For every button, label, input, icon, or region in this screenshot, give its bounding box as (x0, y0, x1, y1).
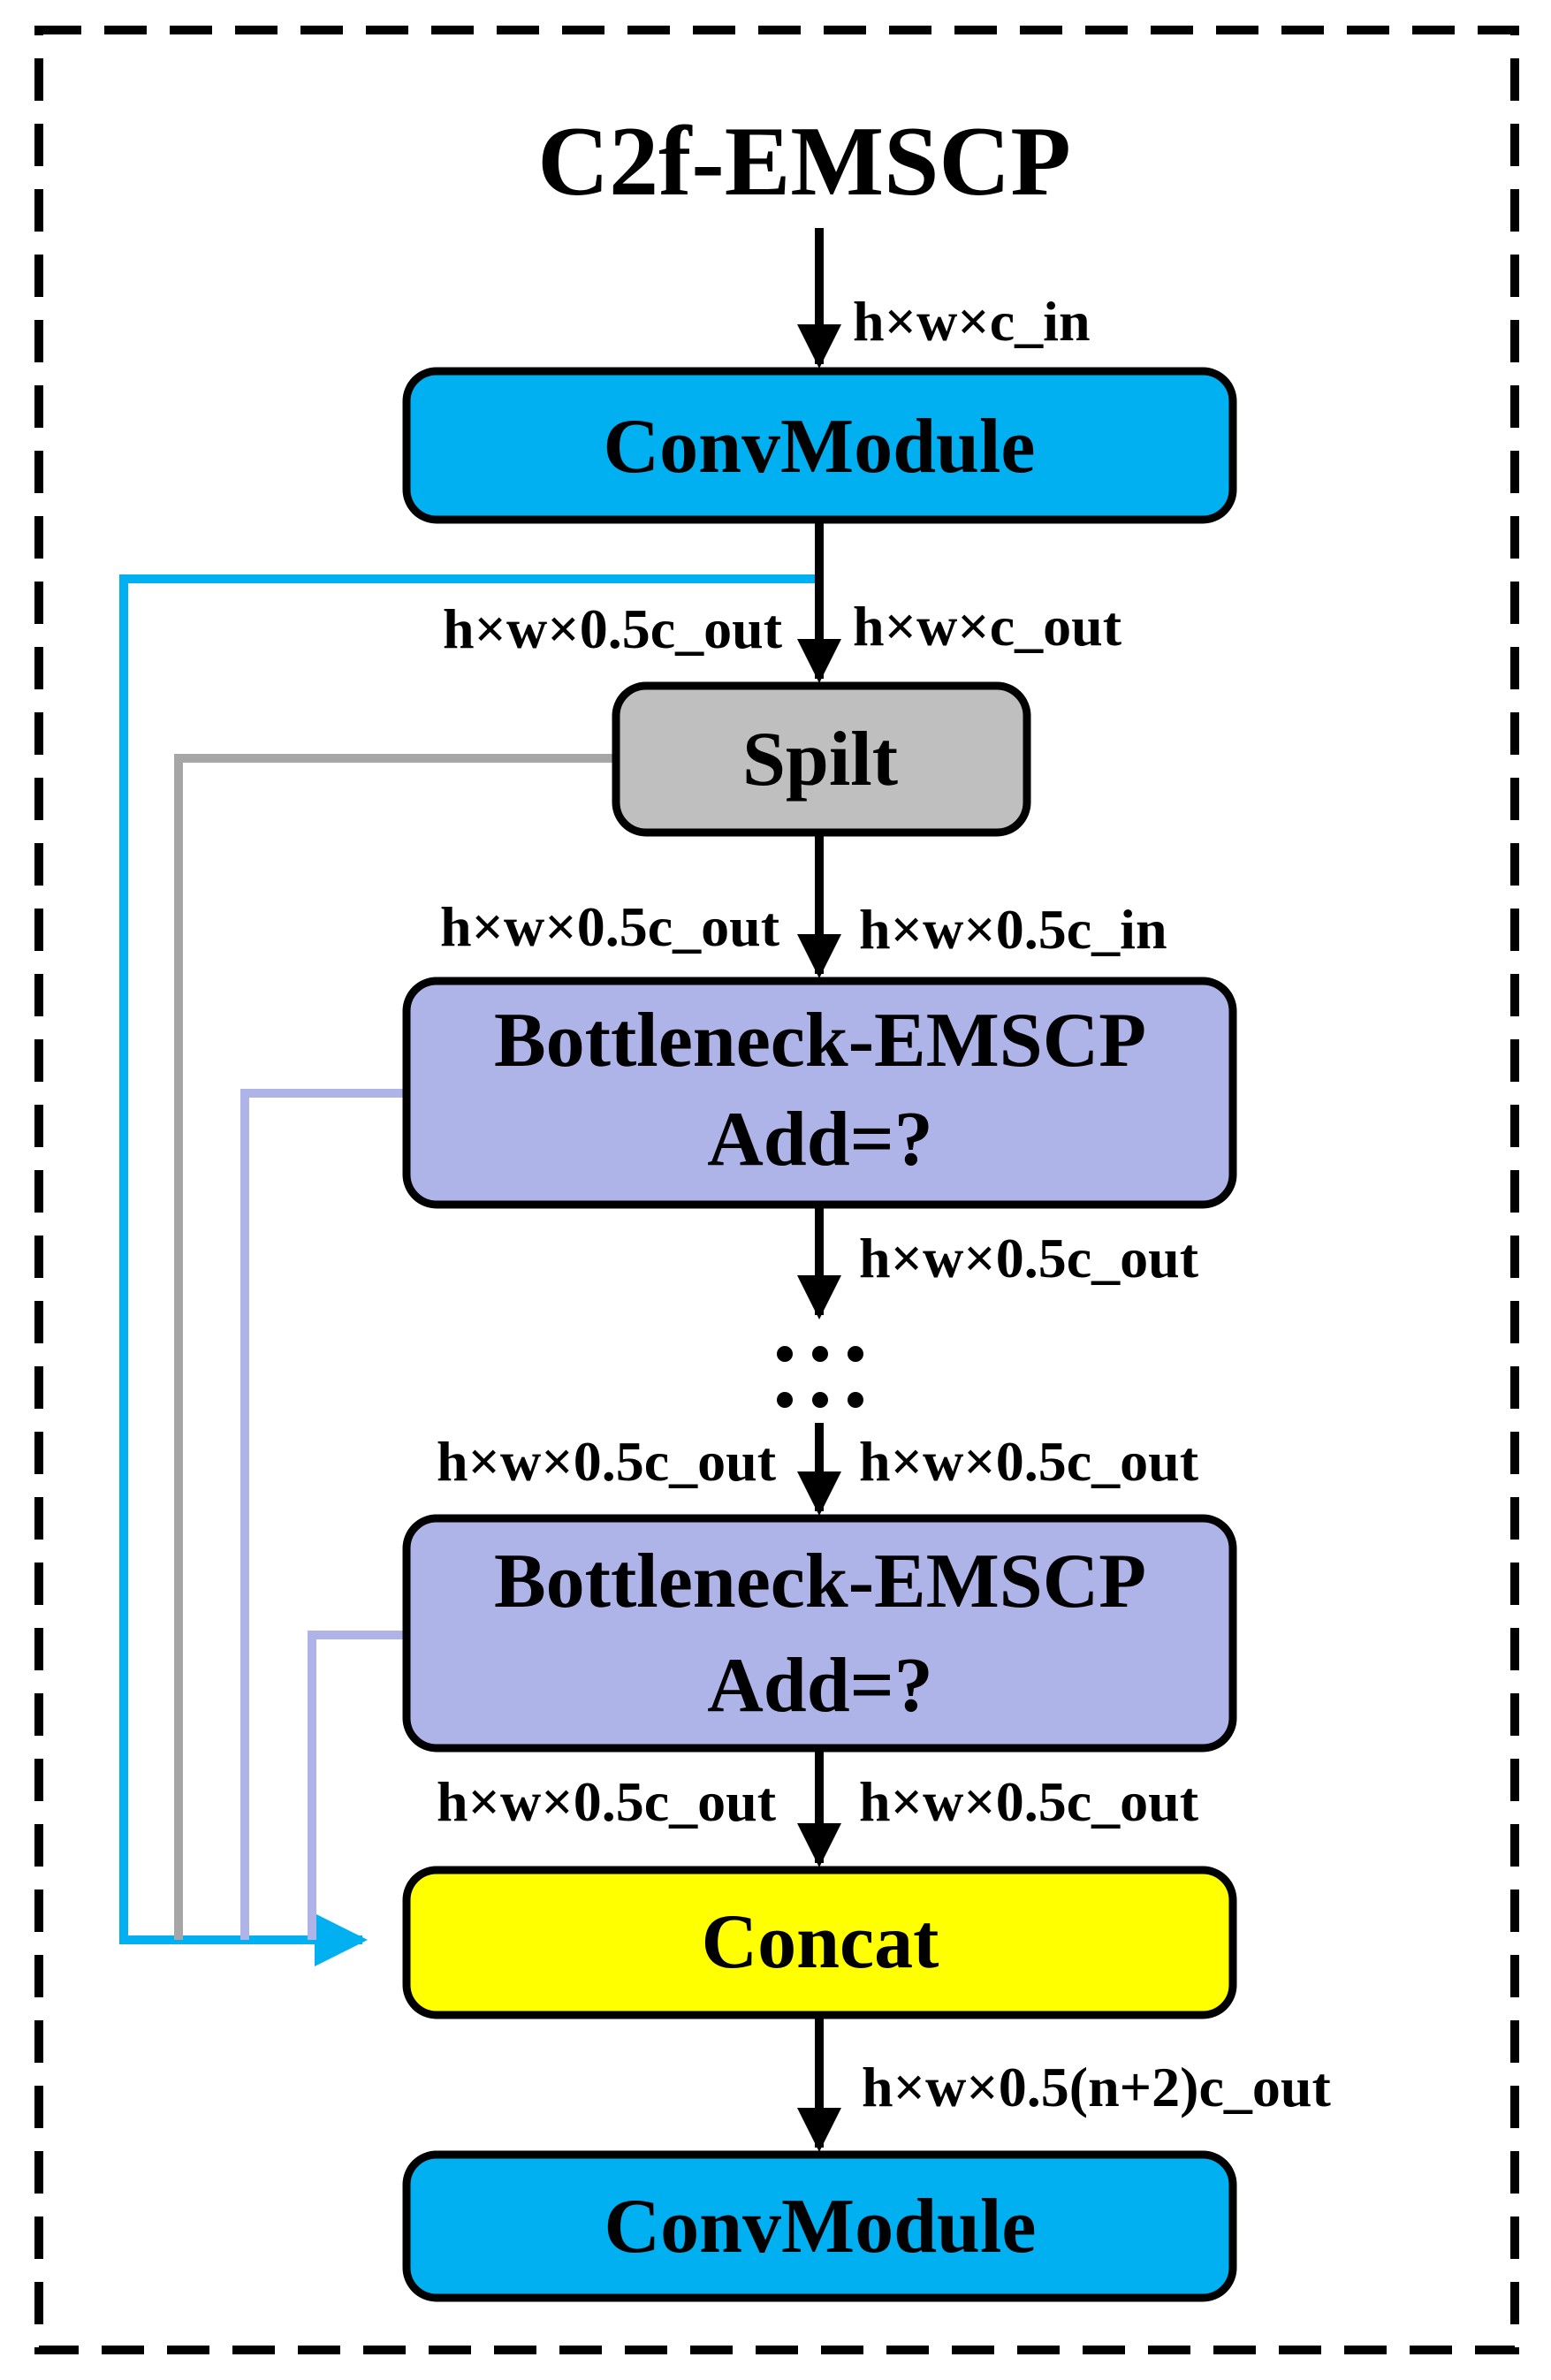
concat-block: Concat (402, 1866, 1237, 2019)
dim-before-bn-left: h×w×0.5c_out (437, 1430, 777, 1493)
conv-module-bottom-box (402, 2150, 1237, 2302)
ellipsis-dots (777, 1346, 863, 1408)
conv-module-bottom-label: ConvModule (604, 2184, 1037, 2270)
dim-bn-out-right: h×w×0.5c_out (859, 1770, 1199, 1833)
dim-bn-out-left: h×w×0.5c_out (437, 1770, 777, 1833)
bottleneck-emscp-n: Bottleneck-EMSCP Add=? (402, 1514, 1237, 1753)
bottleneck-n-label-line2: Add=? (707, 1643, 933, 1729)
bottleneck-1-label-line1: Bottleneck-EMSCP (494, 998, 1146, 1084)
dim-split-out-left: h×w×0.5c_out (440, 895, 780, 958)
skip-line-bottleneck-n (308, 1631, 407, 1940)
ellipsis-dot (777, 1392, 793, 1408)
dim-bottleneck1-out: h×w×0.5c_out (859, 1227, 1199, 1289)
diagram-title: C2f-EMSCP (537, 107, 1070, 217)
skip-line-split (174, 754, 616, 1940)
bottleneck-emscp-1: Bottleneck-EMSCP Add=? (402, 977, 1237, 1209)
conv-module-bottom: ConvModule (402, 2150, 1237, 2302)
dim-before-bn-right: h×w×0.5c_out (859, 1430, 1199, 1493)
ellipsis-dot (812, 1346, 828, 1362)
ellipsis-dot (848, 1392, 863, 1408)
split-label: Spilt (742, 717, 898, 802)
skip-line-bottleneck-1 (240, 1089, 407, 1940)
bottleneck-1-box (402, 977, 1237, 1209)
concat-label: Concat (702, 1899, 939, 1985)
split-box (612, 681, 1031, 837)
dim-split-out-right: h×w×0.5c_in (859, 898, 1167, 961)
bottleneck-n-box (402, 1514, 1237, 1753)
bottleneck-n-label-line1: Bottleneck-EMSCP (494, 1539, 1146, 1624)
conv-module-top-box (402, 367, 1237, 524)
ellipsis-dot (848, 1346, 863, 1362)
dim-concat-out: h×w×0.5(n+2)c_out (862, 2056, 1331, 2118)
split-block: Spilt (612, 681, 1031, 837)
ellipsis-dot (777, 1346, 793, 1362)
conv-module-top-label: ConvModule (604, 404, 1036, 490)
concat-box (402, 1866, 1237, 2019)
outer-dashed-frame (34, 26, 1519, 2354)
dim-input: h×w×c_in (853, 290, 1091, 353)
dim-conv-out-left: h×w×0.5c_out (443, 597, 783, 660)
conv-module-top: ConvModule (402, 367, 1237, 524)
ellipsis-dot (812, 1392, 828, 1408)
bottleneck-1-label-line2: Add=? (707, 1097, 933, 1182)
dim-conv-out-right: h×w×c_out (853, 595, 1122, 658)
